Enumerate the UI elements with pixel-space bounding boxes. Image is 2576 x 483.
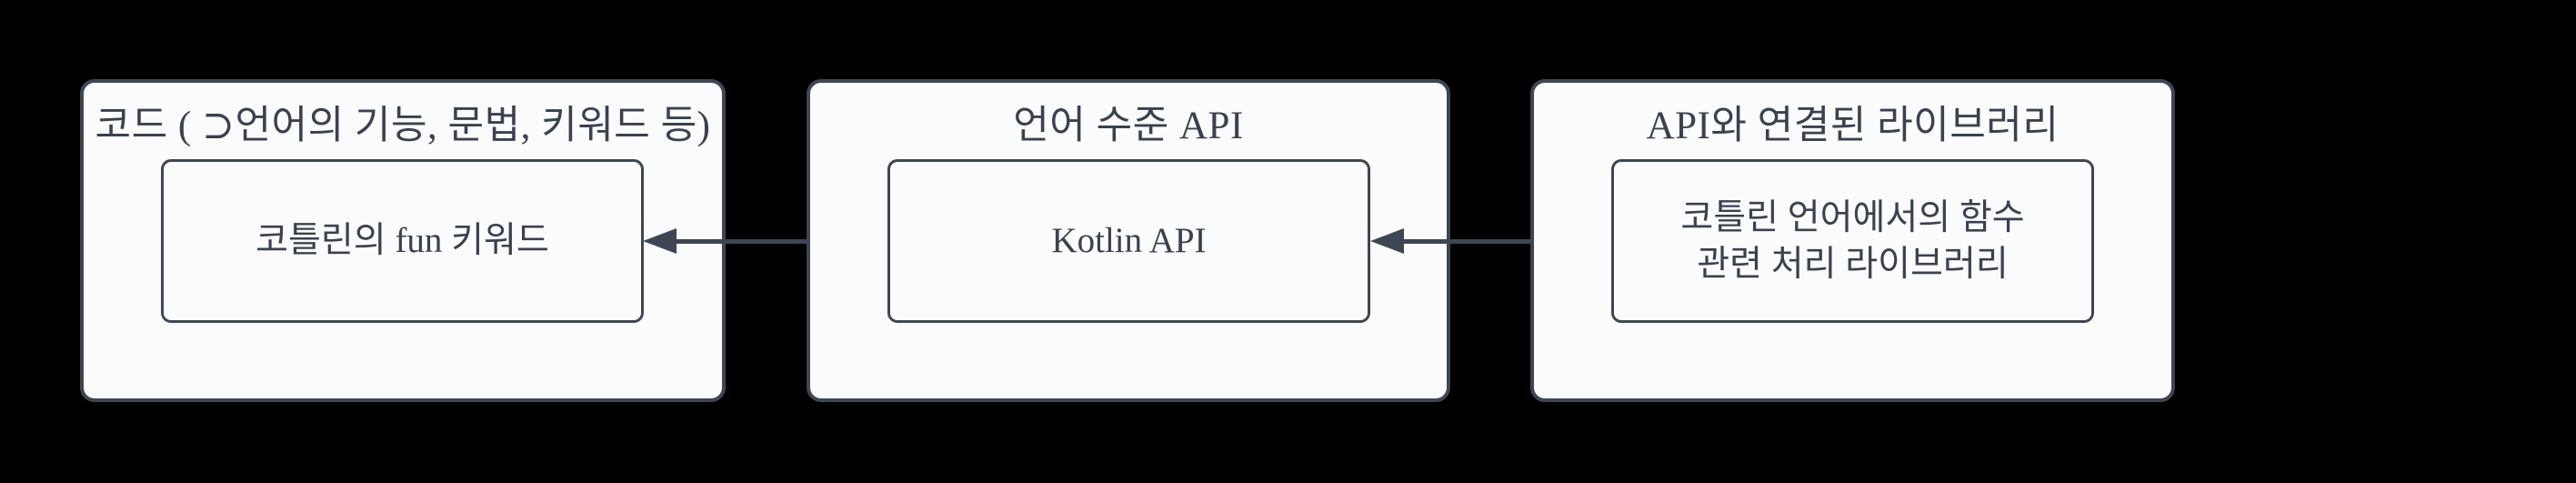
left-arrowhead-icon bbox=[1370, 228, 1404, 254]
arrow-shaft bbox=[672, 239, 857, 244]
node-api-linked-library-title: API와 연결된 라이브러리 bbox=[1646, 105, 2060, 147]
inner-box-kotlin-api: Kotlin API bbox=[887, 159, 1370, 323]
node-language-level-api: 언어 수준 API Kotlin API bbox=[807, 79, 1450, 402]
node-language-level-api-title: 언어 수준 API bbox=[1013, 105, 1244, 147]
inner-box-function-library: 코틀린 언어에서의 함수 관련 처리 라이브러리 bbox=[1611, 159, 2094, 323]
arrow-shaft bbox=[1399, 239, 1582, 244]
node-code-title: 코드 ( ⊃언어의 기능, 문법, 키워드 등) bbox=[95, 105, 711, 147]
node-code: 코드 ( ⊃언어의 기능, 문법, 키워드 등) 코틀린의 fun 키워드 bbox=[80, 79, 726, 402]
inner-box-kotlin-fun-keyword: 코틀린의 fun 키워드 bbox=[161, 159, 644, 323]
left-arrowhead-icon bbox=[643, 228, 677, 254]
node-api-linked-library: API와 연결된 라이브러리 코틀린 언어에서의 함수 관련 처리 라이브러리 bbox=[1530, 79, 2175, 402]
